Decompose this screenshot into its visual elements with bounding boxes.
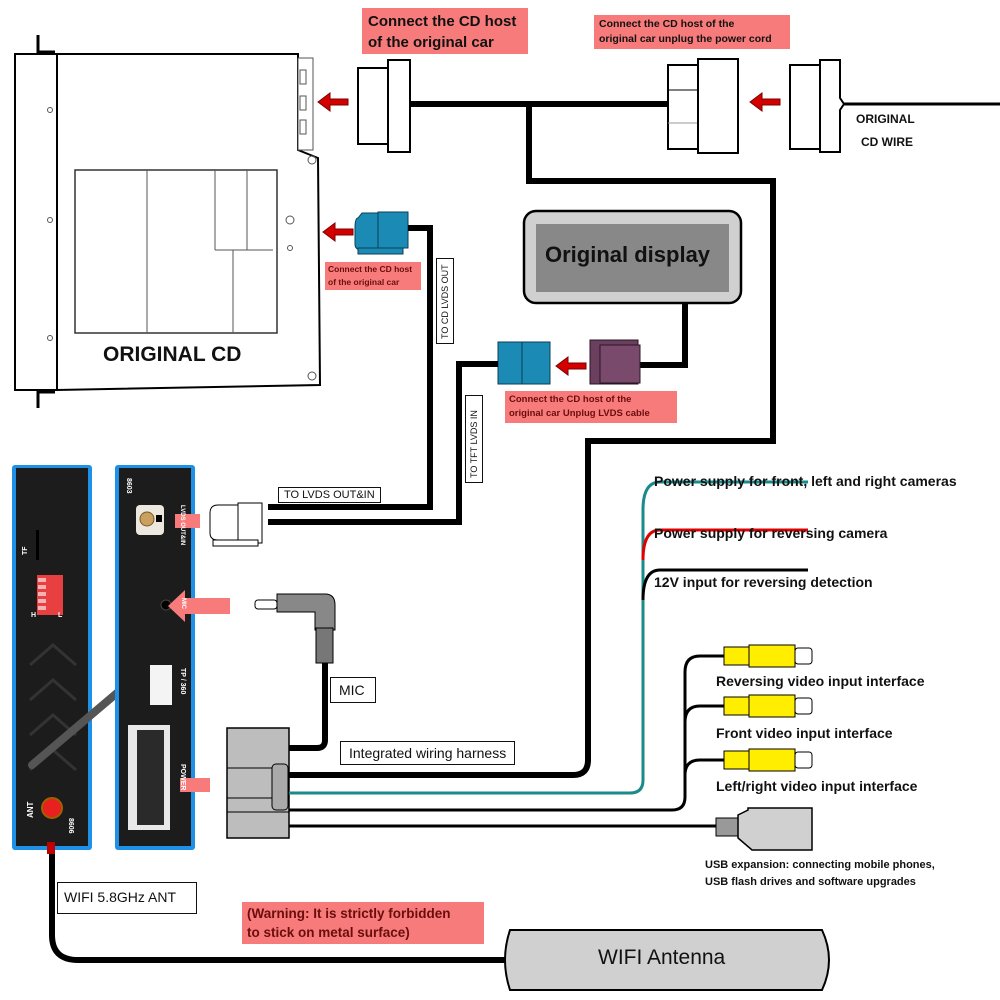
label-reversing-video: Reversing video input interface [716, 673, 925, 689]
label-original-cd: ORIGINAL CD [103, 343, 242, 366]
label-original: ORIGINAL [856, 112, 915, 126]
wifi-antenna-body [504, 929, 830, 991]
wire-reversing-video [289, 654, 725, 812]
label-mic: MIC [330, 677, 376, 703]
panel-label-lvds: LVDS OUT&IN [179, 505, 185, 546]
rca-plug-reversing [723, 644, 813, 668]
label-power-reversing: Power supply for reversing camera [654, 525, 888, 541]
lvds-out-cable [268, 225, 433, 510]
harness-connector [226, 727, 290, 839]
panel-label-tp360: TP / 360 [179, 668, 186, 695]
cd-host-power-connector [357, 59, 411, 153]
label-to-lvds-out-in: TO LVDS OUT&IN [278, 487, 381, 503]
label-cd-wire: CD WIRE [861, 135, 913, 149]
lvds-cd-connector [354, 211, 409, 255]
panel-label-power: POWER [179, 764, 186, 791]
panel-label-8606: 8606 [67, 818, 74, 834]
wire-lr-video [683, 758, 725, 776]
label-integrated-harness: Integrated wiring harness [340, 741, 516, 765]
label-unplug-power-cord: Connect the CD host of the original car … [594, 15, 790, 49]
label-original-display: Original display [545, 242, 711, 267]
panel-label-ant: ANT [26, 801, 35, 818]
arrow-to-cd-lvds [322, 222, 354, 242]
arrow-to-adapter-power [749, 92, 781, 112]
display-lvds-cable [640, 303, 688, 368]
panel-label-tf: TF [22, 546, 29, 555]
original-cd-unit [14, 35, 322, 408]
label-connect-cd-host-top: Connect the CD host of the original car [362, 8, 528, 54]
label-connect-cd-host-lvds: Connect the CD host of the original car [325, 262, 421, 290]
adapter-power-connector [667, 58, 739, 154]
main-trunk-cable [285, 104, 776, 778]
label-usb-expansion: USB expansion: connecting mobile phones,… [705, 859, 935, 888]
panel-pointer-arrows [168, 514, 230, 792]
rca-plug-lr [723, 748, 813, 772]
arrow-to-tft-lvds [555, 356, 587, 376]
label-12v-input: 12V input for reversing detection [654, 574, 873, 590]
arrow-to-cd-power [317, 92, 349, 112]
module-left-panel [12, 465, 154, 850]
ant-pointer [47, 842, 55, 854]
rca-plug-front [723, 694, 813, 718]
usb-plug [715, 807, 813, 851]
wire-front-lr-power [289, 480, 808, 795]
lvds-module-plug [209, 502, 263, 547]
wire-front-video [683, 704, 725, 723]
wifi-antenna-cable [49, 854, 505, 963]
label-to-tft-lvds-in: TO TFT LVDS IN [465, 395, 483, 483]
lvds-in-cable [268, 361, 498, 525]
original-display [522, 209, 743, 305]
wire-12v-detect [641, 568, 808, 601]
panel-label-dip-h: H [31, 612, 37, 619]
label-warning-metal: (Warning: It is strictly forbidden to st… [242, 902, 484, 944]
panel-label-8603: 8603 [125, 478, 132, 494]
lvds-tft-connector-blue [497, 341, 551, 385]
panel-label-dip-l: L [58, 612, 63, 619]
wire-reversing-power [641, 528, 808, 561]
panel-label-mic: MIC [180, 598, 186, 609]
label-wifi-antenna: WIFI Antenna [598, 946, 726, 969]
mic-cable [287, 663, 328, 751]
mic-plug [254, 593, 336, 664]
label-wifi-ant: WIFI 5.8GHz ANT [57, 882, 197, 914]
original-cd-wire-connector [789, 59, 846, 153]
label-to-cd-lvds-out: TO CD LVDS OUT [436, 258, 454, 344]
label-power-front-lr: Power supply for front, left and right c… [654, 473, 957, 489]
label-front-video: Front video input interface [716, 725, 893, 741]
lvds-display-connector-purple [589, 339, 641, 385]
module-right-panel [115, 465, 195, 850]
label-unplug-lvds-cable: Connect the CD host of the original car … [505, 391, 677, 423]
label-lr-video: Left/right video input interface [716, 778, 918, 794]
